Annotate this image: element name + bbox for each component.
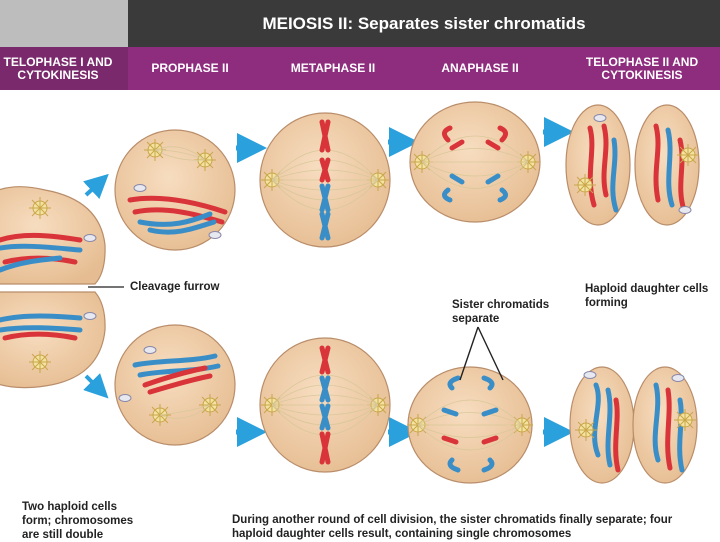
anaphase-2-cell-top xyxy=(409,101,541,223)
phase-bar-left xyxy=(0,47,128,90)
two-haploid-label: Two haploid cells form; chromosomes are … xyxy=(22,501,134,541)
telophase-1-cell-top xyxy=(0,186,106,285)
metaphase-2-cell-bottom xyxy=(259,337,391,473)
cleavage-furrow-label: Cleavage furrow xyxy=(130,281,220,293)
header-left-block xyxy=(0,0,128,47)
page-title: MEIOSIS II: Separates sister chromatids xyxy=(262,14,586,33)
prophase-2-cell-top xyxy=(114,129,236,251)
anaphase-2-cell-bottom xyxy=(406,366,534,484)
phase-label-anaphase-2: ANAPHASE II xyxy=(441,61,519,75)
metaphase-2-cell-top xyxy=(259,112,391,248)
phase-label-metaphase-2: METAPHASE II xyxy=(290,61,376,75)
sister-chromatids-pointer xyxy=(459,326,504,381)
arrow-icon xyxy=(83,373,109,399)
prophase-2-cell-bottom xyxy=(114,324,236,446)
header-bar xyxy=(128,0,720,47)
telophase-2-cells-bottom xyxy=(569,366,698,484)
caption: During another round of cell division, t… xyxy=(232,514,673,540)
phase-label-telophase-1: TELOPHASE I AND CYTOKINESIS xyxy=(3,54,113,82)
sister-chromatids-label: Sister chromatids separate xyxy=(452,299,550,325)
phase-label-telophase-2: TELOPHASE II AND CYTOKINESIS xyxy=(585,54,699,82)
arrow-icon xyxy=(83,173,109,199)
phase-label-prophase-2: PROPHASE II xyxy=(151,61,229,75)
telophase-1-cell-bottom xyxy=(0,291,106,389)
haploid-forming-label: Haploid daughter cells forming xyxy=(585,283,709,309)
telophase-2-cells-top xyxy=(565,104,700,226)
